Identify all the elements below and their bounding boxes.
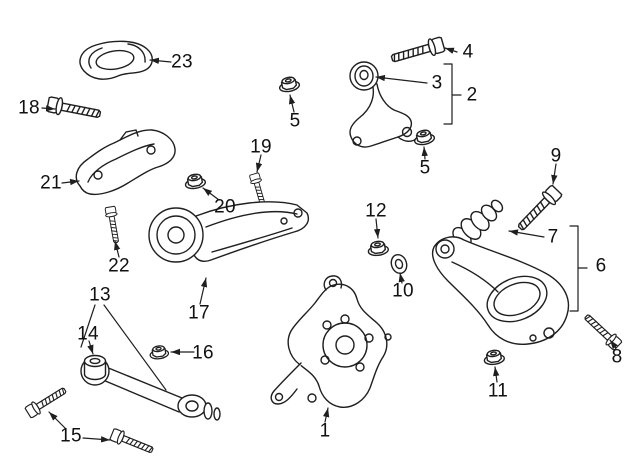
- part-nut-11: [482, 348, 506, 367]
- leader-8: [609, 339, 618, 350]
- leader-21: [61, 178, 80, 186]
- part-nut-5a: [277, 74, 301, 94]
- leader-7: [508, 229, 545, 238]
- callout-3: 3: [431, 72, 443, 94]
- leader-23: [149, 57, 172, 65]
- callout-11: 11: [487, 380, 509, 402]
- leader-18: [41, 105, 56, 112]
- callout-22: 22: [108, 255, 130, 277]
- group-brackets: [80, 63, 588, 391]
- part-bolt-15b: [108, 426, 156, 458]
- callout-13: 13: [89, 284, 111, 306]
- part-nut-16: [148, 344, 170, 361]
- part-bushing-3: [354, 65, 374, 87]
- leader-15a: [48, 411, 67, 430]
- part-bolt-8: [580, 310, 624, 352]
- callout-2: 2: [466, 84, 478, 106]
- callout-4: 4: [462, 41, 474, 63]
- leader-3: [375, 74, 428, 84]
- callout-5a: 5: [289, 110, 301, 132]
- part-bolt-4: [389, 35, 447, 68]
- callout-17: 17: [188, 302, 210, 324]
- bracket-6: [569, 225, 588, 312]
- leader-5a: [288, 94, 296, 113]
- callout-16: 16: [192, 342, 214, 364]
- leader-22: [114, 240, 121, 258]
- part-bushing-14: [83, 354, 107, 381]
- callout-21: 21: [40, 172, 62, 194]
- callout-12: 12: [365, 200, 387, 222]
- part-nut-12: [366, 239, 390, 258]
- leader-5b: [421, 146, 428, 160]
- leader-17: [199, 277, 208, 305]
- part-bolt-22: [103, 205, 123, 244]
- leader-lines: [41, 47, 618, 443]
- bracket-2: [443, 63, 462, 125]
- part-boot-7: [452, 199, 504, 248]
- leader-10: [398, 272, 405, 284]
- leader-4: [444, 47, 458, 54]
- part-lower-arm-6: [431, 236, 570, 345]
- callout-6: 6: [595, 255, 607, 277]
- part-knuckle-1: [270, 275, 392, 408]
- callout-15: 15: [60, 425, 82, 447]
- part-nut-5b: [412, 127, 436, 147]
- callout-8: 8: [611, 346, 623, 368]
- leader-15b: [82, 436, 111, 443]
- callout-5b: 5: [419, 157, 431, 179]
- callout-10: 10: [392, 280, 414, 302]
- leader-1: [322, 407, 330, 423]
- part-washer-10: [390, 253, 408, 275]
- callout-7: 7: [547, 226, 559, 248]
- part-trailing-arm-17: [148, 201, 310, 263]
- part-nut-20: [183, 172, 207, 191]
- leader-12: [373, 218, 381, 239]
- callout-1: 1: [319, 420, 331, 442]
- part-cover-23: [79, 40, 153, 80]
- leader-11: [493, 366, 500, 383]
- leader-9: [551, 163, 558, 185]
- leader-14: [87, 340, 94, 355]
- part-bolt-15a: [23, 383, 70, 420]
- leader-19: [255, 154, 263, 173]
- callout-23: 23: [171, 51, 193, 73]
- leader-20: [202, 187, 220, 201]
- callout-19: 19: [250, 136, 272, 158]
- part-bracket-21: [75, 129, 176, 196]
- callout-18: 18: [18, 97, 40, 119]
- callout-20: 20: [214, 196, 236, 218]
- callout-14: 14: [77, 323, 99, 345]
- callout-9: 9: [550, 145, 562, 167]
- bracket-13: [80, 304, 167, 391]
